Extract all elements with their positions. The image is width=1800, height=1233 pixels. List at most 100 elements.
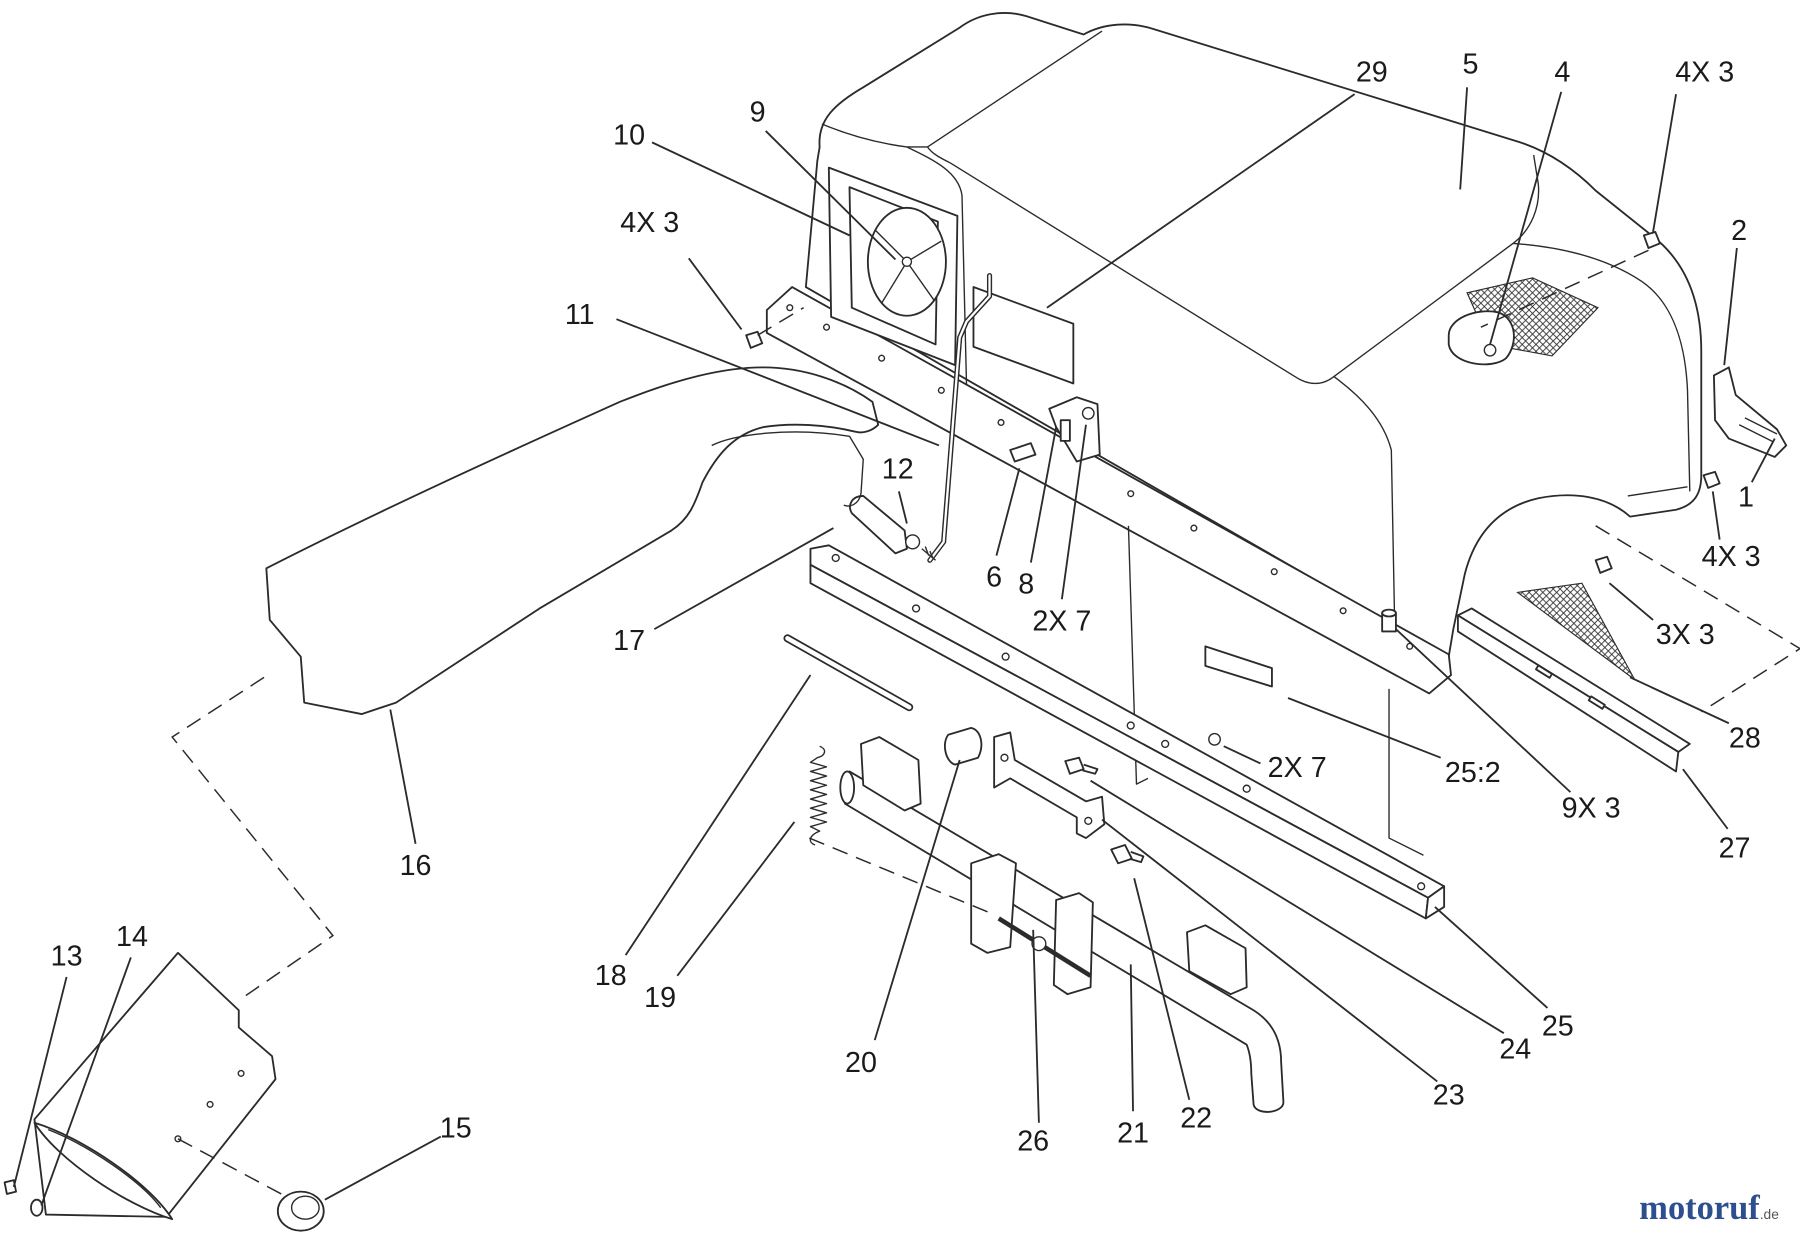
callout-15: 15 <box>324 1113 472 1201</box>
knob <box>849 495 937 561</box>
callout-9x3: 9X 3 <box>1395 628 1621 824</box>
svg-text:16: 16 <box>400 850 432 882</box>
spring <box>809 745 828 846</box>
fastener-9x3 <box>1381 608 1397 633</box>
screw-right <box>1702 470 1721 489</box>
svg-text:11: 11 <box>565 299 595 331</box>
nut-2x7 <box>1208 732 1221 746</box>
hitch-bracket-left <box>860 736 922 812</box>
bolt-6 <box>1009 442 1037 463</box>
svg-text:17: 17 <box>613 625 645 657</box>
callout-4: 4 <box>1489 57 1570 345</box>
lower-front-panel <box>1127 525 1424 856</box>
nut-4 <box>1483 343 1497 357</box>
svg-text:23: 23 <box>1433 1079 1465 1111</box>
svg-text:14: 14 <box>116 921 148 953</box>
watermark: motoruf.de <box>1639 1189 1779 1227</box>
svg-text:26: 26 <box>1017 1125 1049 1157</box>
svg-text:1: 1 <box>1738 481 1754 513</box>
side-grille-frame <box>827 166 959 367</box>
bolt-24 <box>1064 756 1099 775</box>
callout-10: 10 <box>613 120 850 237</box>
svg-text:4X 3: 4X 3 <box>1675 57 1734 89</box>
svg-text:8: 8 <box>1018 569 1034 601</box>
callout-2x7-middle: 2X 7 <box>1223 745 1327 784</box>
front-rail <box>809 544 1446 920</box>
svg-text:2: 2 <box>1731 215 1747 247</box>
callout-21: 21 <box>1117 964 1149 1149</box>
svg-text:29: 29 <box>1356 57 1388 89</box>
svg-text:6: 6 <box>986 562 1002 594</box>
svg-text:15: 15 <box>440 1113 472 1145</box>
callout-2x7-latch: 2X 7 <box>1032 424 1091 637</box>
hood <box>804 12 1703 658</box>
watermark-name: motoruf <box>1639 1189 1760 1227</box>
svg-text:10: 10 <box>613 120 645 152</box>
svg-text:4: 4 <box>1554 57 1570 89</box>
callout-19: 19 <box>644 821 796 1014</box>
callout-17: 17 <box>613 527 834 657</box>
callout-28: 28 <box>1629 676 1761 754</box>
decal-29 <box>972 286 1075 385</box>
callout-18: 18 <box>595 674 812 992</box>
screws <box>745 231 1721 746</box>
svg-text:25: 25 <box>1542 1011 1574 1043</box>
callout-29: 29 <box>1046 57 1388 309</box>
callout-22: 22 <box>1133 878 1212 1134</box>
callout-5: 5 <box>1459 49 1479 190</box>
callout-3x3: 3X 3 <box>1608 582 1715 651</box>
callout-14: 14 <box>40 921 148 1206</box>
washer <box>30 1198 44 1217</box>
svg-text:18: 18 <box>595 960 627 992</box>
svg-text:25:2: 25:2 <box>1445 757 1501 789</box>
hood-recess <box>1447 310 1515 366</box>
clamp-plate-right <box>1052 892 1094 996</box>
pin <box>783 634 914 712</box>
callout-13: 13 <box>12 940 83 1188</box>
watermark-tld: .de <box>1760 1207 1779 1222</box>
callout-1: 1 <box>1738 438 1776 513</box>
mount-plate <box>993 731 1106 839</box>
callout-20: 20 <box>845 759 961 1079</box>
svg-text:12: 12 <box>882 454 914 486</box>
svg-text:22: 22 <box>1180 1102 1212 1134</box>
screw-3x3 <box>1594 555 1613 574</box>
callout-4x3-left: 4X 3 <box>620 207 743 331</box>
fender <box>265 366 880 715</box>
chute <box>33 951 277 1221</box>
svg-text:9: 9 <box>750 97 766 129</box>
svg-text:27: 27 <box>1719 833 1751 865</box>
knob-nut <box>905 534 921 550</box>
svg-text:20: 20 <box>845 1047 877 1079</box>
callout-16: 16 <box>389 709 432 882</box>
callout-26: 26 <box>1017 929 1049 1157</box>
svg-text:13: 13 <box>51 940 83 972</box>
callout-4x3-right: 4X 3 <box>1702 491 1761 573</box>
callout-9: 9 <box>750 97 897 261</box>
callout-23: 23 <box>1101 818 1465 1111</box>
callout-27: 27 <box>1682 768 1751 865</box>
cap <box>276 1190 325 1232</box>
svg-text:2X 7: 2X 7 <box>1032 605 1091 637</box>
svg-text:5: 5 <box>1463 49 1479 81</box>
decal-plate <box>1204 645 1273 688</box>
alignment-lines <box>171 249 1800 1195</box>
svg-text:9X 3: 9X 3 <box>1562 792 1621 824</box>
side-rail <box>1456 607 1691 773</box>
bushing <box>944 726 983 766</box>
bolt-22 <box>1110 844 1145 865</box>
screw-13 <box>3 1179 17 1195</box>
screw-left <box>745 330 764 349</box>
bracket-2 <box>1712 366 1788 458</box>
callout-11: 11 <box>565 299 940 447</box>
callout-2: 2 <box>1723 215 1747 366</box>
latch-rod <box>927 272 993 563</box>
callout-12: 12 <box>882 454 914 524</box>
clamp-plate-left <box>970 853 1017 954</box>
svg-text:19: 19 <box>644 982 676 1014</box>
callout-8: 8 <box>1018 426 1058 601</box>
callout-25: 25 <box>1434 906 1574 1043</box>
hitch-bracket-right <box>1186 924 1248 996</box>
svg-text:4X 3: 4X 3 <box>620 207 679 239</box>
